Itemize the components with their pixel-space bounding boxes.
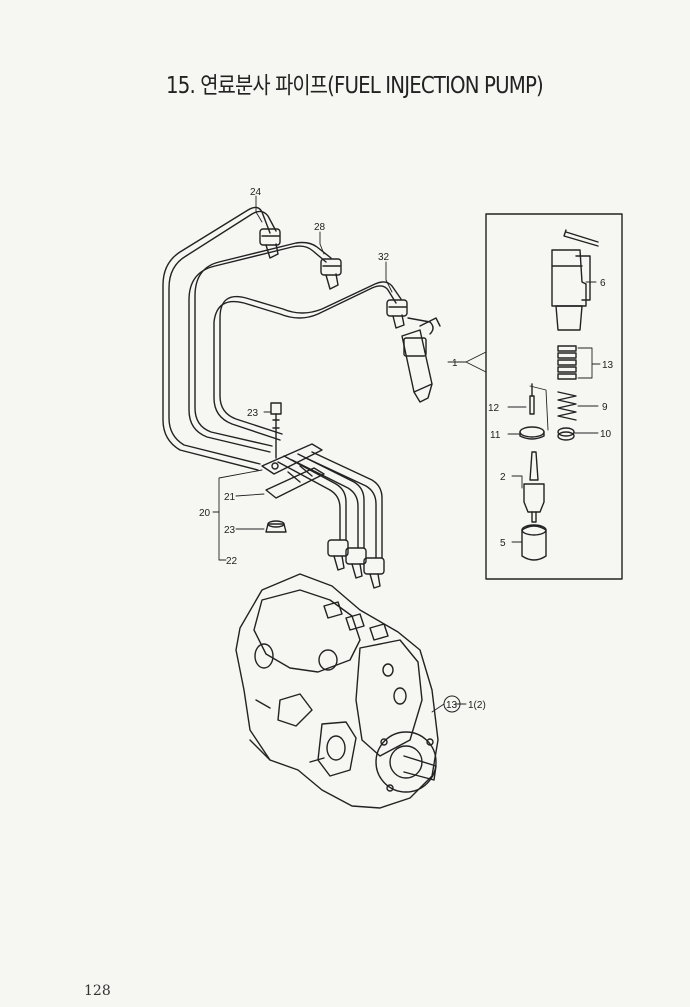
callout-20: 20 bbox=[199, 508, 211, 519]
callout-12: 12 bbox=[488, 403, 500, 414]
pipe-clamp-plate bbox=[261, 443, 325, 499]
injection-pump-body bbox=[235, 573, 439, 809]
callout-6: 6 bbox=[600, 278, 606, 289]
pipe-nut-28 bbox=[320, 258, 342, 290]
fuel-pipe-24 bbox=[162, 206, 277, 471]
nut-23-bottom bbox=[265, 520, 287, 533]
delivery-valve-fittings bbox=[327, 539, 385, 589]
callout-13-circle bbox=[443, 695, 461, 713]
callout-22: 22 bbox=[226, 556, 238, 567]
callout-13-reference: 1(2) bbox=[468, 700, 486, 711]
callout-23-bolt: 23 bbox=[247, 408, 259, 419]
lower-fuel-pipes bbox=[277, 451, 383, 559]
pipe-nut-24 bbox=[259, 228, 281, 259]
callout-23-nut: 23 bbox=[224, 525, 236, 536]
callout-28: 28 bbox=[314, 222, 326, 233]
callout-32: 32 bbox=[378, 252, 390, 263]
callout-9: 9 bbox=[602, 402, 608, 413]
callout-2: 2 bbox=[500, 472, 506, 483]
part-5-retaining-nut bbox=[521, 524, 547, 561]
callout-13: 13 bbox=[602, 360, 614, 371]
bolt-23-top bbox=[270, 402, 282, 459]
part-6-nozzle-holder bbox=[551, 229, 599, 331]
nozzle-holder-assembly bbox=[401, 317, 441, 403]
injector-detail-box bbox=[485, 213, 623, 580]
callout-11: 11 bbox=[490, 430, 501, 441]
callout-13-circled: 13 bbox=[446, 700, 458, 711]
callout-10: 10 bbox=[600, 429, 612, 440]
part-12-push-rod bbox=[529, 383, 535, 415]
fuel-pipe-28 bbox=[188, 241, 332, 453]
callout-5: 5 bbox=[500, 538, 506, 549]
page-number: 128 bbox=[84, 983, 111, 999]
part-10-spring-seat bbox=[557, 427, 575, 441]
page-title: 15. 연료분사 파이프(FUEL INJECTION PUMP) bbox=[166, 73, 544, 99]
callout-24: 24 bbox=[250, 187, 262, 198]
callout-21: 21 bbox=[224, 492, 236, 503]
part-11-distance-piece bbox=[519, 426, 545, 440]
part-2-nozzle bbox=[523, 451, 545, 523]
part-9-spring bbox=[557, 391, 577, 421]
callout-1: 1 bbox=[452, 358, 458, 369]
fuel-pipe-32 bbox=[213, 281, 402, 441]
pipe-nut-32 bbox=[386, 299, 408, 329]
part-13-shims bbox=[557, 345, 577, 380]
